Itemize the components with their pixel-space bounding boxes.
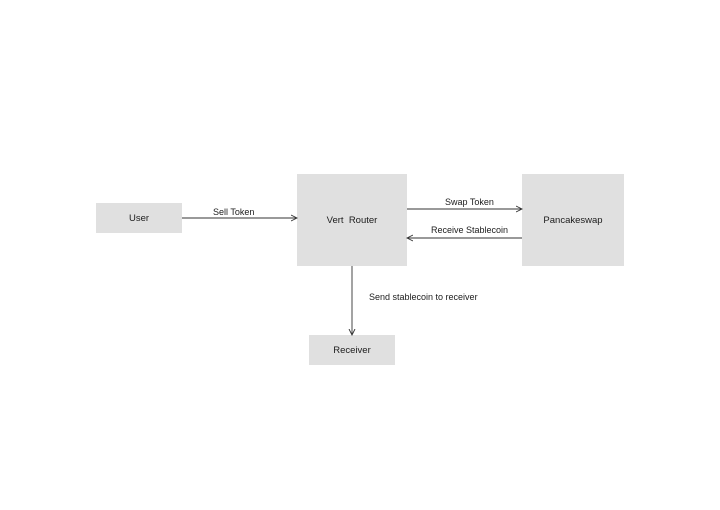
send-stablecoin-label: Send stablecoin to receiver xyxy=(369,292,478,302)
pancakeswap-node: Pancakeswap xyxy=(522,174,624,266)
receiver-node-label: Receiver xyxy=(333,344,371,356)
pancakeswap-node-label: Pancakeswap xyxy=(543,214,603,226)
vert-router-node: Vert Router xyxy=(297,174,407,266)
swap-token-label: Swap Token xyxy=(445,197,494,207)
user-node: User xyxy=(96,203,182,233)
receiver-node: Receiver xyxy=(309,335,395,365)
user-node-label: User xyxy=(128,212,150,224)
sell-token-label: Sell Token xyxy=(213,207,255,217)
vert-router-node-label: Vert Router xyxy=(326,214,378,226)
receive-stablecoin-label: Receive Stablecoin xyxy=(431,225,509,235)
